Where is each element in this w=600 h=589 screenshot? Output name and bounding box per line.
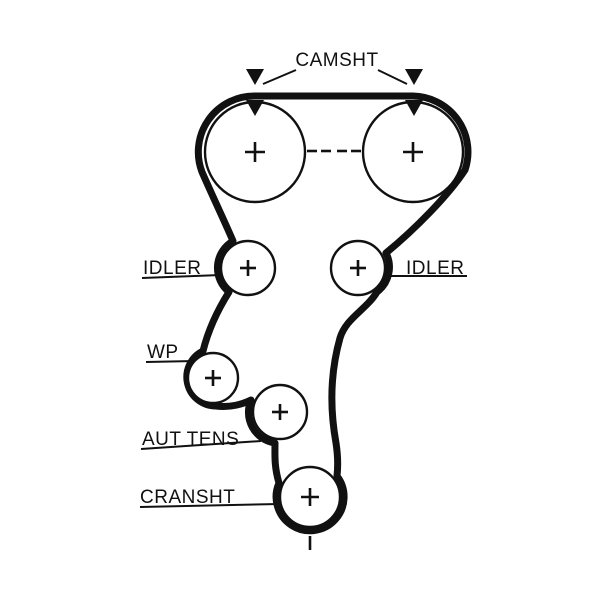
camshaft-label: CAMSHT xyxy=(295,50,378,71)
timing-arrow-icon-left-top xyxy=(246,69,264,85)
idler-right-label: IDLER xyxy=(406,258,464,279)
leader-crankshaft xyxy=(139,503,280,508)
plus-mark-icon-idler-right xyxy=(350,260,366,276)
leader-camshaft-right xyxy=(377,69,408,85)
timing-arrow-icon-right-top xyxy=(405,69,423,85)
water-pump-label: WP xyxy=(147,342,179,363)
plus-mark-icon-tensioner xyxy=(272,404,288,420)
tensioner-label: AUT TENS xyxy=(142,429,239,450)
plus-mark-icon-crankshaft xyxy=(301,488,319,506)
leader-camshaft-left xyxy=(262,69,297,85)
plus-mark-icon-cam-left xyxy=(245,142,265,162)
leader-tensioner xyxy=(140,440,262,450)
crankshaft-label: CRANSHT xyxy=(140,487,235,508)
plus-mark-icon-water-pump xyxy=(205,370,221,386)
timing-belt-path xyxy=(183,92,472,535)
plus-mark-icon-idler-left xyxy=(240,260,256,276)
idler-left-label: IDLER xyxy=(143,258,201,279)
timing-arrow-icon-right-bottom xyxy=(405,100,423,116)
leader-idler-left xyxy=(141,274,222,279)
timing-arrow-icon-left-bottom xyxy=(246,100,264,116)
leader-water-pump xyxy=(145,360,196,363)
plus-mark-icon-cam-right xyxy=(403,142,423,162)
